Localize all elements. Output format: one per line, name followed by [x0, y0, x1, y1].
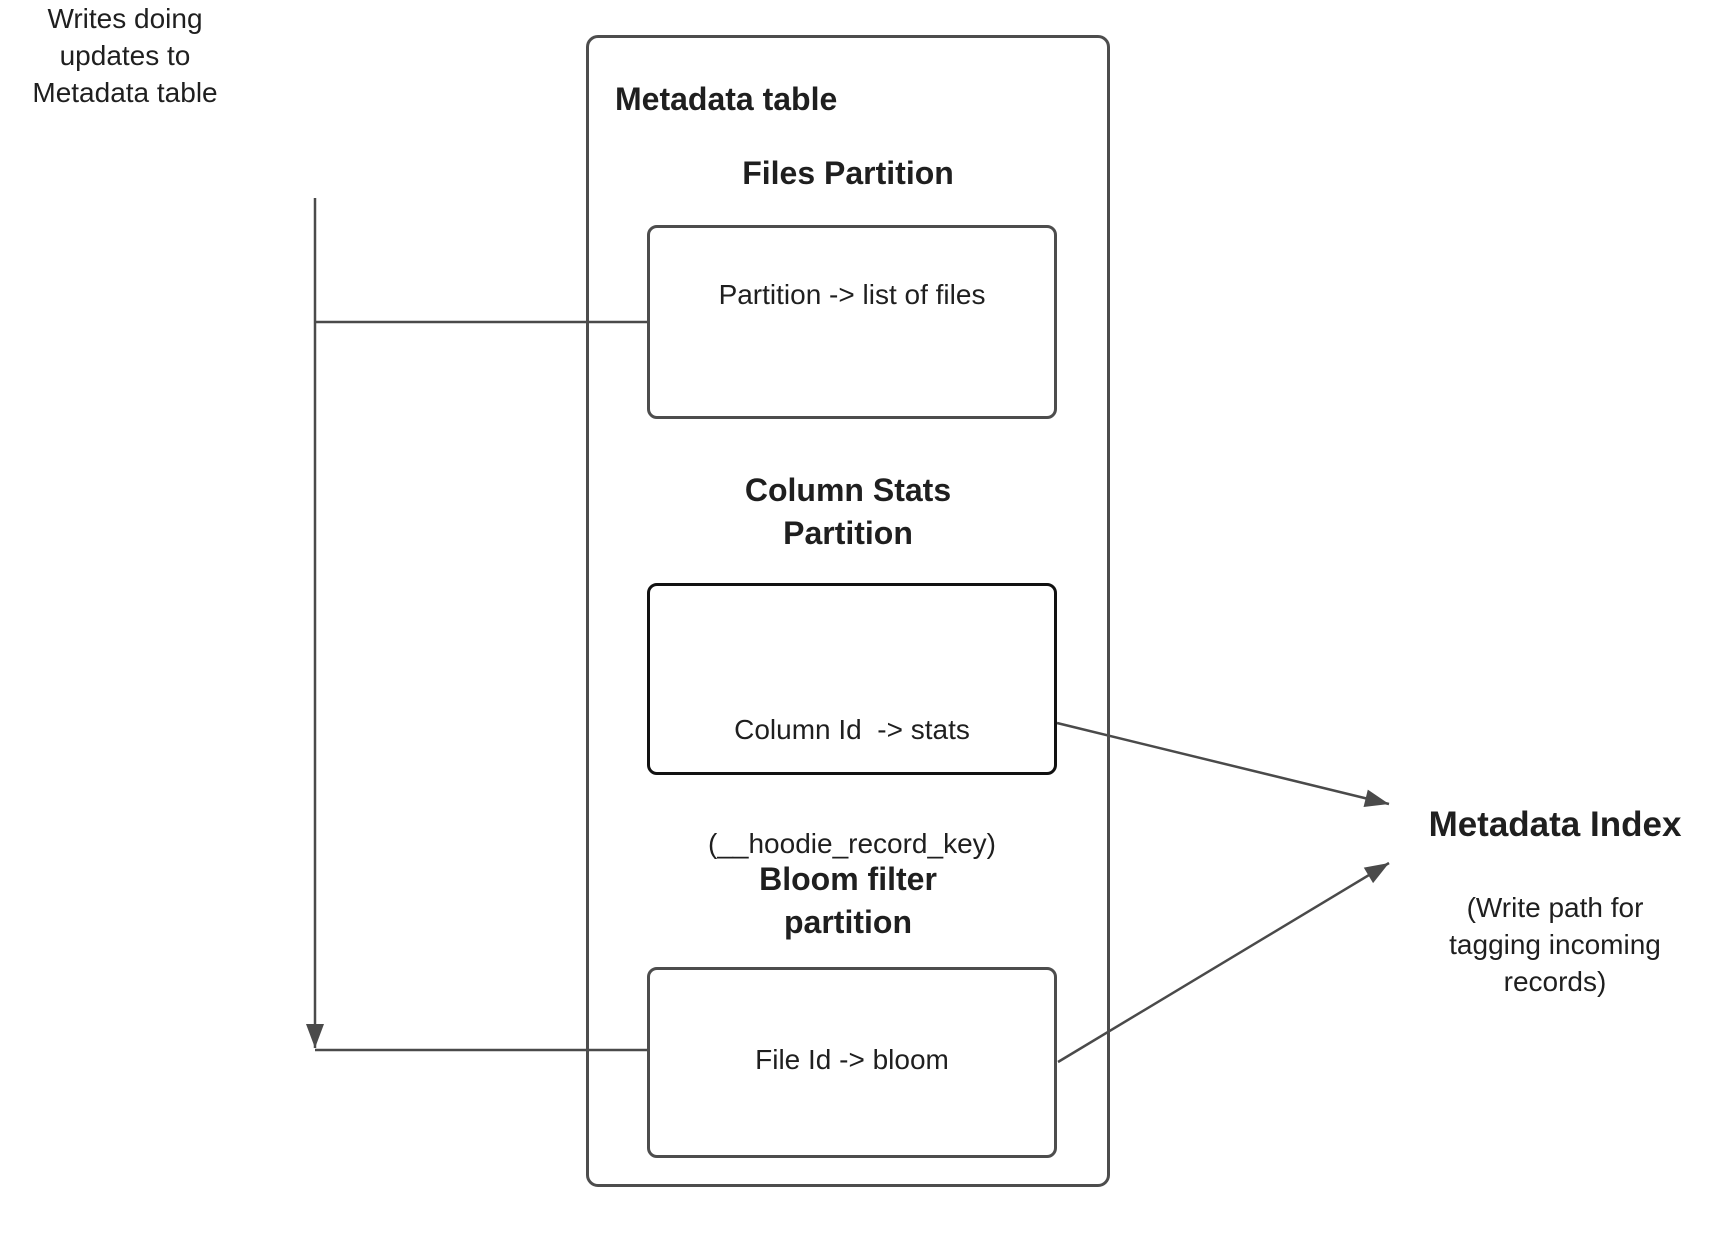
column-stats-box-line: Column Id -> stats [734, 714, 970, 745]
files-partition-box-text: Partition -> list of files [718, 279, 986, 310]
files-partition-box: Partition -> list of files [647, 225, 1057, 419]
column-stats-heading-line: Partition [783, 515, 913, 551]
writes-note-line: updates to [59, 40, 191, 71]
bloom-filter-partition-heading: Bloom filter partition [586, 858, 1110, 944]
bloom-heading-line: Bloom filter [759, 861, 937, 897]
column-stats-partition-box: Column Id -> stats (__hoodie_record_key) [647, 583, 1057, 859]
metadata-index-subtitle-line: (Write path for [1466, 892, 1644, 923]
column-stats-heading-line: Column Stats [744, 472, 952, 508]
column-stats-box-line: (__hoodie_record_key) [708, 828, 996, 859]
files-partition-heading: Files Partition [742, 155, 954, 191]
writes-note-line: Writes doing [47, 3, 203, 34]
metadata-index-subtitle-line: records) [1503, 966, 1607, 997]
metadata-table-title: Metadata table [615, 81, 838, 117]
bloom-filter-box-text: File Id -> bloom [755, 1044, 949, 1075]
metadata-index-title: Metadata Index [1428, 805, 1682, 844]
bloom-heading-line: partition [784, 904, 912, 940]
metadata-index-subtitle-line: tagging incoming [1449, 929, 1661, 960]
writes-note: Writes doing updates to Metadata table [0, 0, 250, 111]
writes-note-line: Metadata table [32, 77, 218, 108]
column-stats-partition-heading: Column Stats Partition [586, 469, 1110, 555]
metadata-table-container [586, 35, 1110, 1187]
metadata-index-subtitle: (Write path for tagging incoming records… [1390, 889, 1718, 1000]
bloom-to-index-arrow [1057, 861, 1390, 1064]
column-stats-box-text: Column Id -> stats (__hoodie_record_key) [650, 635, 1054, 939]
column-stats-to-index-arrow [1056, 721, 1390, 808]
bloom-filter-partition-box: File Id -> bloom [647, 967, 1057, 1158]
